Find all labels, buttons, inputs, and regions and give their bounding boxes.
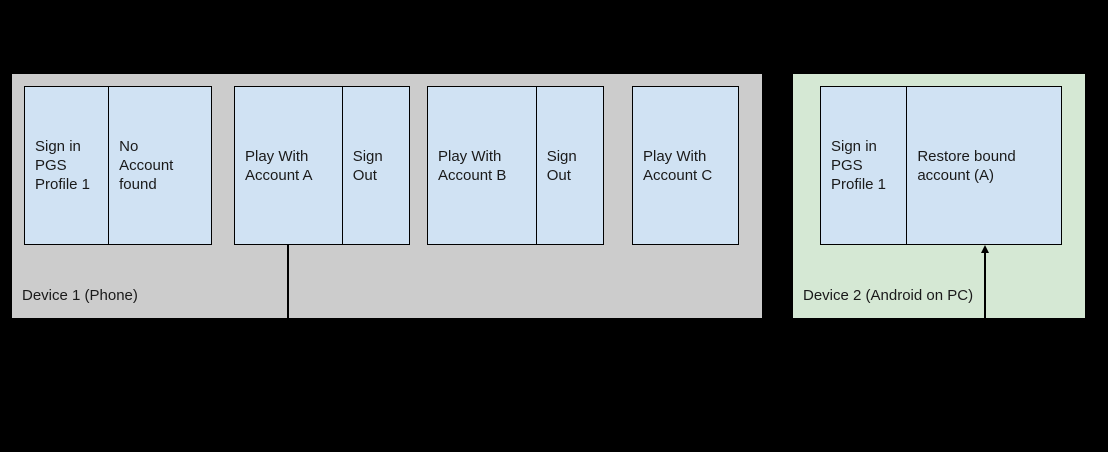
group-restore-bound-account: Sign in PGS Profile 1 Restore bound acco… [820, 86, 1062, 245]
box-no-account-found[interactable]: No Account found [108, 87, 211, 244]
box-restore-bound-account-a[interactable]: Restore bound account (A) [906, 87, 1061, 244]
group-sign-in-no-account: Sign in PGS Profile 1 No Account found [24, 86, 212, 245]
box-sign-in-pgs-profile-1[interactable]: Sign in PGS Profile 1 [25, 87, 109, 244]
box-label: Sign in PGS Profile 1 [35, 138, 91, 193]
box-label: Play With Account A [245, 147, 313, 184]
box-label: Sign Out [352, 147, 383, 184]
box-play-with-account-a[interactable]: Play With Account A [235, 87, 342, 244]
box-sign-out-b[interactable]: Sign Out [535, 87, 603, 244]
box-label: Sign Out [546, 147, 577, 184]
group-play-account-a: Play With Account A Sign Out [234, 86, 410, 245]
box-sign-in-pgs-profile-1-device-2[interactable]: Sign in PGS Profile 1 [821, 87, 907, 244]
connector-to-restore-bound-account [984, 250, 986, 318]
connector-from-account-a [287, 245, 289, 318]
group-play-account-c: Play With Account C [632, 86, 739, 245]
arrow-head-icon [981, 245, 989, 253]
box-play-with-account-c[interactable]: Play With Account C [633, 87, 738, 244]
box-label: Play With Account B [438, 147, 507, 184]
box-play-with-account-b[interactable]: Play With Account B [428, 87, 536, 244]
device-2-label: Device 2 (Android on PC) [803, 287, 974, 304]
group-play-account-b: Play With Account B Sign Out [427, 86, 604, 245]
box-label: Play With Account C [643, 147, 713, 184]
box-sign-out-a[interactable]: Sign Out [341, 87, 409, 244]
box-label: Sign in PGS Profile 1 [831, 138, 887, 193]
device-1-label: Device 1 (Phone) [22, 287, 138, 304]
box-label: No Account found [119, 138, 174, 193]
box-label: Restore bound account (A) [917, 147, 1016, 184]
